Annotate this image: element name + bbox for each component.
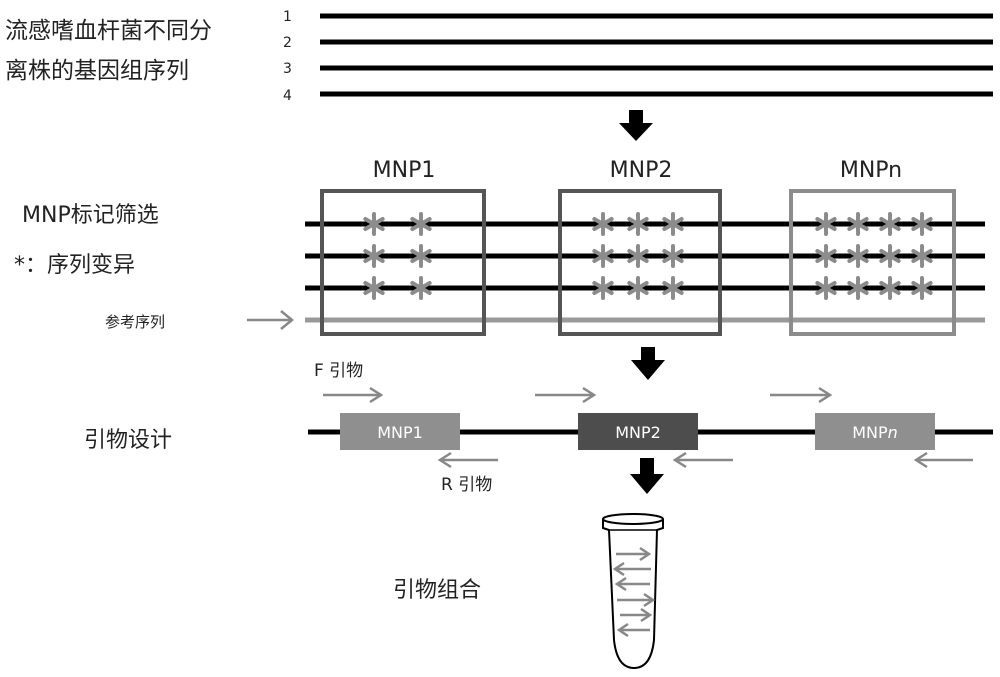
tube-primer-arrow-2 [615,563,651,575]
tube-icon [603,514,663,668]
amplicon-label-1: MNP1 [377,423,423,442]
tube-primer-arrow-4 [617,594,653,606]
forward-primer-arrow-1 [323,388,381,402]
forward-primer-arrow-n [770,388,830,402]
marker-name-n: MNPn [840,158,902,183]
flow-arrow-down-1 [619,110,653,141]
amplicon-label-2: MNP2 [615,423,661,442]
isolates-section: 流感嗜血杆菌不同分 离株的基因组序列 1 2 3 4 [5,9,993,104]
flow-arrow-down-3 [630,458,664,494]
screening-section: MNP1 MNP2 MNPn MNP标记筛选 *：序列变异 参考序列 [14,158,985,334]
amplicon-label-n: MNPn [852,423,898,442]
primer-design-title: 引物设计 [84,428,172,453]
genome-number-2: 2 [283,35,292,51]
reference-pointer-arrow [247,311,292,329]
tube-primer-arrow-6 [619,624,650,636]
isolates-label-line1: 流感嗜血杆菌不同分 [5,18,212,44]
primer-pool-title: 引物组合 [393,578,481,603]
tube-primer-arrow-3 [617,578,650,590]
forward-primer-label: F 引物 [314,361,363,381]
reverse-primer-label: R 引物 [441,475,492,495]
reverse-primer-arrow-1 [440,453,498,467]
flow-arrow-down-2 [631,347,665,380]
variation-legend: *：序列变异 [14,253,135,278]
marker-box-1 [322,191,484,334]
reverse-primer-arrow-n [916,453,973,467]
genome-number-1: 1 [283,9,292,25]
primer-design-section: 引物设计 F 引物 R 引物 MNP1 MNP2 MNPn [84,361,993,495]
marker-name-1: MNP1 [373,158,436,183]
tube-primer-arrow-1 [616,548,649,560]
marker-name-2: MNP2 [610,158,673,183]
tube-primer-arrows [615,548,653,636]
forward-primer-arrow-2 [535,388,594,402]
genome-number-4: 4 [283,88,292,104]
isolates-label-line2: 离株的基因组序列 [5,58,189,84]
tube-primer-arrow-5 [620,609,650,621]
reference-label: 参考序列 [105,313,165,331]
reverse-primer-arrow-2 [675,453,733,467]
primer-pool-section: 引物组合 [393,514,663,668]
screening-title: MNP标记筛选 [22,203,159,228]
genome-number-3: 3 [283,61,292,77]
